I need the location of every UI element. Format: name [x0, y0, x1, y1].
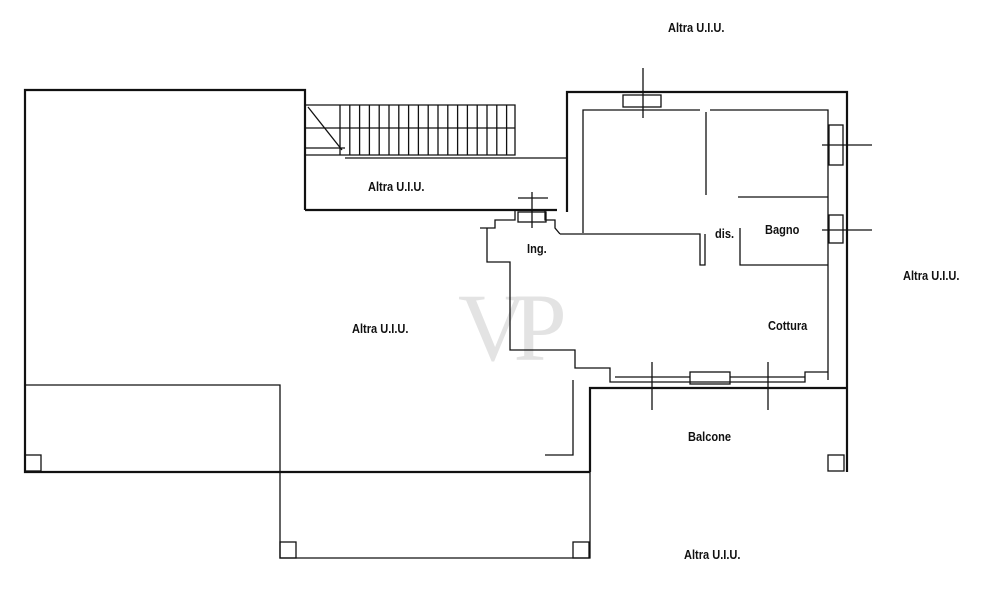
watermark: VP — [458, 274, 567, 381]
label-ingresso: Ing. — [527, 241, 547, 256]
label-balcone: Balcone — [688, 429, 731, 444]
staircase — [305, 104, 567, 212]
label-altra-uiu-stair: Altra U.I.U. — [368, 179, 425, 194]
label-disimpegno: dis. — [715, 226, 735, 241]
windows — [517, 68, 872, 410]
label-cottura: Cottura — [768, 318, 808, 333]
apartment-walls — [480, 90, 849, 472]
label-altra-uiu-top: Altra U.I.U. — [668, 20, 725, 35]
label-altra-uiu-bottom: Altra U.I.U. — [684, 547, 741, 562]
label-bagno: Bagno — [765, 222, 800, 237]
label-altra-uiu-left: Altra U.I.U. — [352, 321, 409, 336]
neighbour-block-left — [23, 88, 591, 559]
label-altra-uiu-right: Altra U.I.U. — [903, 268, 960, 283]
